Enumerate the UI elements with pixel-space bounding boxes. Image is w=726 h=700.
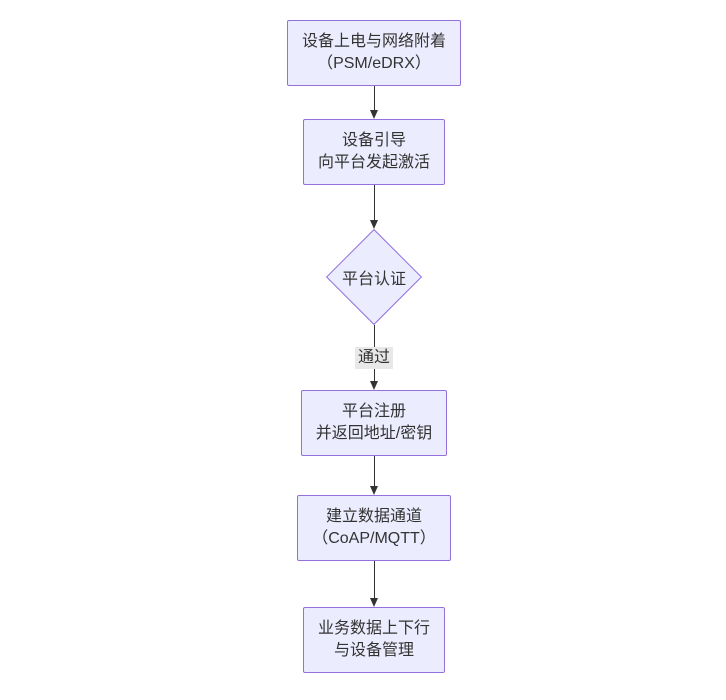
edge-label-pass: 通过 [354,346,393,369]
arrow-down-icon [369,486,378,495]
node-data-channel: 建立数据通道 （CoAP/MQTT） [297,495,451,561]
edge-line [373,456,375,486]
node-text-line: 设备上电与网络附着 [301,33,447,50]
arrow-down-icon [369,598,378,607]
flowchart: 设备上电与网络附着 （PSM/eDRX） 设备引导 向平台发起激活 平台认证 通… [286,20,462,673]
node-text-line: 向平台发起激活 [317,154,431,171]
node-text-line: 并返回地址/密钥 [315,425,433,442]
node-text-line: （PSM/eDRX） [317,55,431,72]
edge-line [373,86,375,110]
edge-line [373,561,375,598]
node-business-data: 业务数据上下行 与设备管理 [302,607,446,673]
arrow-down-icon [369,381,378,390]
node-text-line: 业务数据上下行 [317,620,431,637]
edge-bootstrap-to-auth [369,185,378,229]
node-text-line: 与设备管理 [333,642,415,659]
edge-power-to-bootstrap [369,86,378,119]
node-text-line: 建立数据通道 [325,508,423,525]
node-device-bootstrap: 设备引导 向平台发起激活 [302,119,446,185]
node-device-power-attach: 设备上电与网络附着 （PSM/eDRX） [286,20,462,86]
node-text-line: 平台认证 [341,271,406,288]
node-text-line: 平台注册 [341,403,407,420]
node-platform-auth-decision: 平台认证 [325,228,423,326]
edge-register-to-channel [369,456,378,495]
edge-auth-to-register: 通过 [354,325,393,390]
edge-line [373,185,375,220]
edge-channel-to-business [369,561,378,607]
node-text-line: 设备引导 [341,132,407,149]
node-platform-register: 平台注册 并返回地址/密钥 [300,390,448,456]
node-text-line: （CoAP/MQTT） [312,530,436,547]
arrow-down-icon [369,220,378,229]
arrow-down-icon [369,110,378,119]
